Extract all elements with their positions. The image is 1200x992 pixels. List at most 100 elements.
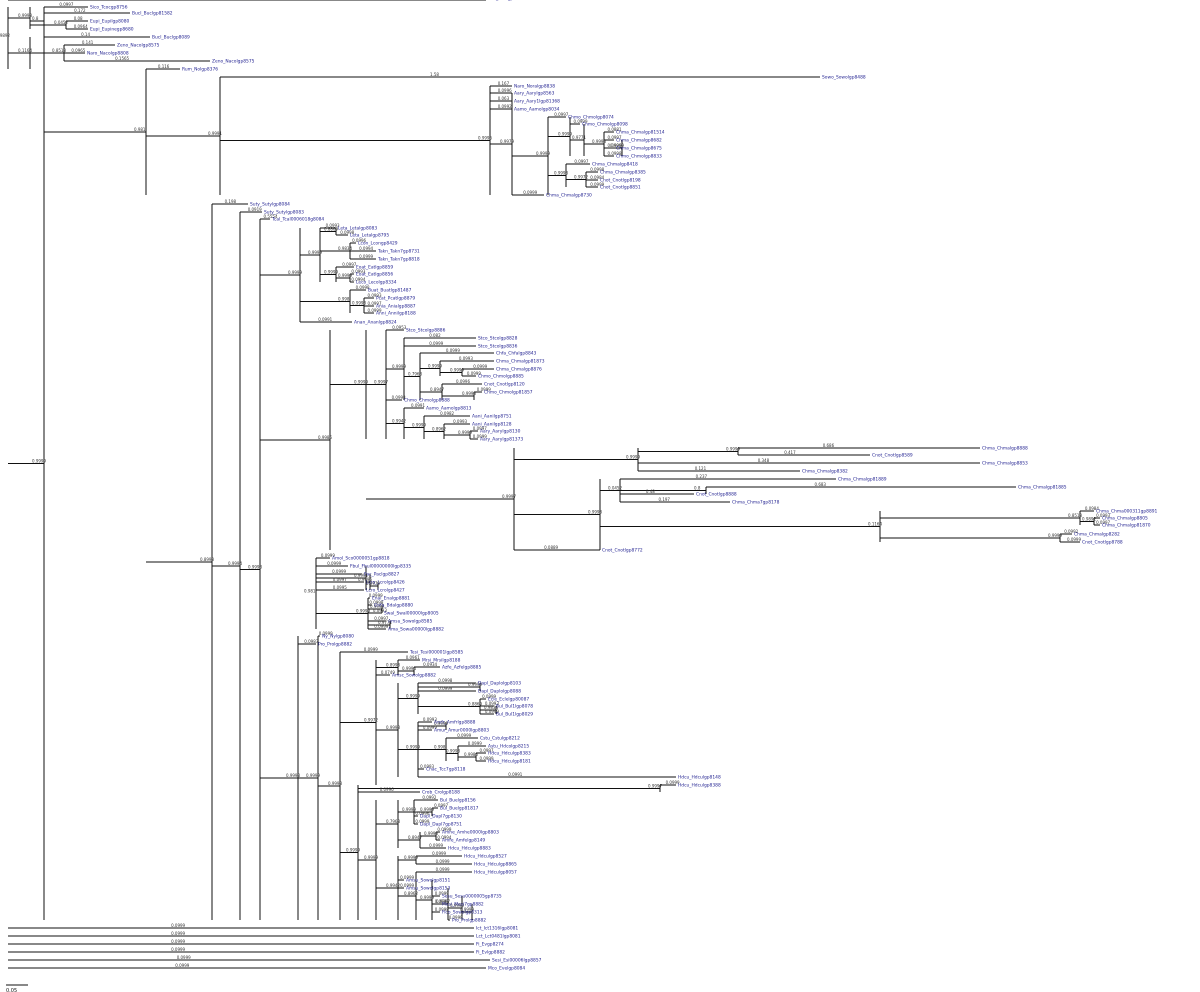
leaf-label: Tesi_Tesi000001lgp8585 (409, 650, 463, 656)
scale-bar-label: 0.05 (6, 988, 17, 992)
leaf-label: Pcat_Pcatlgp8879 (376, 296, 415, 302)
leaf-label: Amfe_Amfelgp8149 (442, 838, 485, 844)
branch-length: 0.0993 (459, 356, 473, 361)
support-value: 0.9986 (318, 435, 332, 440)
support-value: 0.9999 (404, 855, 418, 860)
leaf-label: Sico_Tcocgp8756 (90, 5, 128, 11)
leaf-label: Chma_Chmalgp8853 (982, 461, 1028, 467)
support-value: 0.9999 (610, 143, 624, 148)
branch-length: 0.0881 (608, 127, 622, 132)
branch-length: 0.0998 (435, 907, 449, 912)
leaf-label: Stco_Stcolgp8886 (406, 328, 446, 334)
support-value: 0.9999 (420, 807, 434, 812)
leaf-label: Evo_Evelgp8185 (488, 0, 525, 2)
support-value: 0.8962 (404, 891, 418, 896)
branch-length: 0.0997 (1096, 520, 1110, 525)
branch-length: 0.0999 (423, 725, 437, 730)
leaf-label: Aamo_Aamolgp8813 (426, 406, 472, 412)
leaf-label: Hdcu_Hdculgp8181 (488, 759, 531, 765)
leaf-label: Astu_Hdcolgp8215 (488, 744, 529, 750)
branch-length: 0.0996 (498, 88, 512, 93)
support-value: 0.9999 (626, 455, 640, 460)
branch-length: 0.0993 (373, 608, 387, 613)
branch-length: 0.0953 (392, 325, 406, 330)
leaf-label: Gnfa_Bdalgp8880 (374, 603, 413, 609)
support-value: 0.9993 (588, 510, 602, 515)
leaf-label: Stco_Stcolgp8828 (478, 336, 518, 342)
leaf-label: Zeno_Nacolgp8575 (212, 59, 255, 65)
branch-length: 0.0997 (368, 301, 382, 306)
leaf-label: Leco_Lecolgp8334 (356, 280, 397, 286)
leaf-label: Suty_Sutylgp8083 (264, 210, 304, 216)
leaf-label: Hdcu_Hdculgp8527 (464, 854, 507, 860)
branch-length: 0.167 (498, 81, 510, 86)
support-value: 0.9997 (374, 380, 388, 385)
branch-length: 0.0999 (364, 647, 378, 652)
branch-length: 0.0999 (175, 0, 189, 1)
leaf-label: Aary_Aarylgp8563 (514, 91, 555, 97)
leaf-label: Amsu_Sowolgp8153 (406, 886, 450, 892)
leaf-label: Fi_Evgp8274 (476, 942, 504, 948)
branch-length: 0.0999 (477, 387, 491, 392)
branch-length: 0.0991 (411, 403, 425, 408)
support-value: 0.9942 (392, 419, 406, 424)
leaf-label: Chfa_Chfalgp8843 (496, 351, 537, 357)
branch-length: 0.0993 (453, 419, 467, 424)
support-value: 0.9999 (308, 250, 322, 255)
leaf-label: Chma_Chma000311gp8891 (1096, 509, 1158, 515)
branch-length: 0.0992 (498, 104, 512, 109)
branch-length: 0.08 (74, 16, 83, 21)
support-value: 0.1164 (18, 48, 32, 53)
branch-length: 0.0996 (415, 811, 429, 816)
support-value: 0.9999 (392, 364, 406, 369)
leaf-label: Dapl_Dapl7gp8130 (420, 814, 462, 820)
branch-length: 0.0998 (590, 167, 604, 172)
leaf-label: Pac_Paclgp8827 (364, 572, 399, 578)
leaf-label: Suty_Sutylgp8084 (250, 202, 290, 208)
support-value: 0.9999 (726, 447, 740, 452)
branch-length: 0.0999 (473, 434, 487, 439)
branch-length: 0.0934 (423, 662, 437, 667)
support-value: 0.9999 (354, 380, 368, 385)
branch-length: 0.0998 (369, 600, 383, 605)
leaf-label: Aary_Aarylgp8130 (480, 429, 521, 435)
branch-length: 1.58 (430, 72, 439, 77)
support-value: 0.9998 (328, 781, 342, 786)
support-value: 0.9999 (356, 609, 370, 614)
support-value: 0.9997 (502, 494, 516, 499)
branch-length: 0.1565 (115, 56, 129, 61)
leaf-label: Eupi_Eupinegp8680 (90, 27, 134, 33)
branch-length: 0.0993 (420, 764, 434, 769)
branch-length: 0.0993 (485, 701, 499, 706)
branch-length: 0.0997 (608, 135, 622, 140)
branch-length: 0.198 (225, 199, 237, 204)
branch-length: 0.0919 (248, 207, 262, 212)
support-value: 0.9999 (468, 682, 482, 687)
support-value: 0.9771 (378, 620, 392, 625)
support-value: 0.8947 (408, 835, 422, 840)
leaf-label: Fbul_Fbul00000000lgp8335 (350, 564, 411, 570)
leaf-label: Lcro_Lcrolgp8426 (366, 580, 405, 586)
branch-length: 0.0999 (590, 182, 604, 187)
support-value: 0.9993 (462, 391, 476, 396)
support-value: 0.9999 (406, 694, 420, 699)
leaf-label: Hdcu_Hdculgp8388 (678, 783, 721, 789)
leaf-label: Lcon_Lcongp8429 (358, 241, 398, 247)
branch-length: 0.0999 (608, 143, 622, 148)
branch-length: 0.0999 (327, 561, 341, 566)
branch-length: 0.0994 (359, 246, 373, 251)
leaf-label: Cnot_Cnotlgp8198 (600, 178, 641, 184)
support-value: 0.981 (134, 127, 146, 132)
support-value: 0.8513 (52, 48, 66, 53)
leaf-label: Chma_Chmalgp8888 (982, 446, 1028, 452)
branch-length: 0.0996 (456, 379, 470, 384)
branch-length: 0.0999 (171, 939, 185, 944)
branch-length: 0.0999 (171, 947, 185, 952)
branch-length: 0.0993 (1096, 513, 1110, 518)
branch-length: 0.683 (815, 482, 827, 487)
branch-length: 0.082 (429, 333, 441, 338)
leaf-label: Bul_Buelgp8156 (440, 798, 476, 804)
support-value: 0.9991 (354, 573, 368, 578)
leaf-label: Chmo_Chmolgp8885 (478, 374, 524, 380)
